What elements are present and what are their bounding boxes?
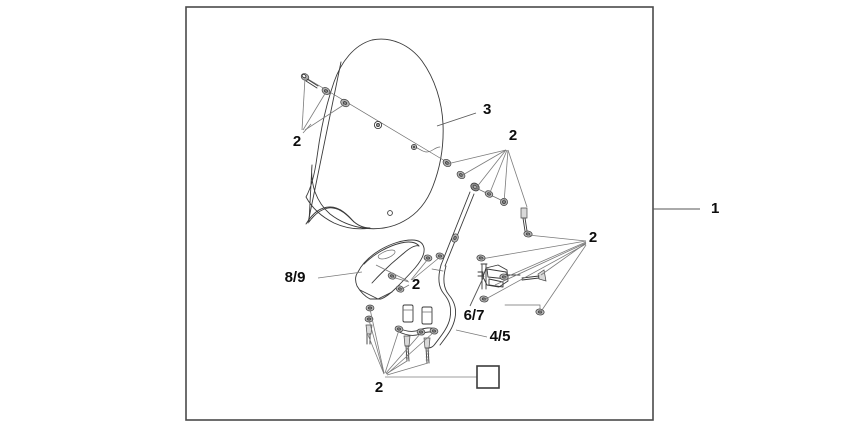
callout-label-2-right: 2 bbox=[589, 229, 597, 246]
collar-stay-mid bbox=[451, 233, 459, 243]
stay-tube-lower-right bbox=[439, 265, 457, 346]
spacer-block-right bbox=[421, 306, 433, 325]
windscreen-left-edge bbox=[307, 61, 342, 224]
grommet-upper-2 bbox=[410, 143, 418, 151]
leader-2-c-b bbox=[399, 284, 410, 291]
cover-ridge-upper bbox=[363, 241, 420, 265]
screw-bracket-right bbox=[521, 269, 547, 282]
grommet-upper-1 bbox=[373, 120, 383, 130]
leader-2-tr-f bbox=[507, 149, 528, 208]
leader-2-b-f bbox=[385, 332, 422, 374]
leader-3 bbox=[436, 112, 477, 127]
leader-2-b-g bbox=[386, 362, 429, 376]
leader-2-tr-a bbox=[446, 149, 507, 165]
leader-2-b-a bbox=[369, 308, 385, 374]
cover-ridge-lower bbox=[371, 245, 420, 284]
washer-centre-4 bbox=[435, 252, 445, 260]
washer-bracket-bottom bbox=[479, 295, 489, 303]
washer-col-1 bbox=[365, 304, 375, 312]
leader-2-r-f bbox=[539, 244, 587, 314]
leader-2-b-d bbox=[384, 329, 400, 374]
screw-bracket-upper bbox=[520, 207, 528, 232]
callout-label-8-9: 8/9 bbox=[285, 269, 306, 286]
cover-slot bbox=[377, 249, 396, 260]
callout-label-2-centre: 2 bbox=[412, 276, 420, 293]
bracket-tab-left bbox=[477, 271, 484, 277]
hardware-group-upper-left bbox=[300, 73, 446, 162]
leader-4-5 bbox=[455, 329, 488, 338]
bracket-plate-lower bbox=[488, 278, 504, 288]
cover-panel-outline bbox=[355, 239, 425, 300]
washer-lower-1 bbox=[394, 325, 404, 333]
leader-2-tr-c bbox=[475, 149, 507, 189]
leader-2-b-h bbox=[386, 331, 435, 375]
callout-label-4-5: 4/5 bbox=[490, 328, 511, 345]
windscreen-lower-edge bbox=[305, 206, 355, 225]
mounting-bracket-group bbox=[469, 207, 587, 316]
cover-flange bbox=[359, 289, 393, 300]
leader-2-tl-a bbox=[301, 77, 306, 131]
leader-2-c-c bbox=[410, 258, 429, 281]
washer-centre-3 bbox=[423, 254, 433, 262]
washer-bracket-right bbox=[535, 308, 545, 316]
collar-ur-2 bbox=[456, 170, 466, 180]
callout-label-2-bottom: 2 bbox=[375, 379, 383, 396]
cover-panel-group bbox=[317, 239, 425, 300]
collar-ur-3 bbox=[470, 182, 480, 192]
washer-bracket-mid bbox=[499, 273, 509, 281]
leader-2-tl-pointer bbox=[302, 123, 312, 134]
leader-2-b-c bbox=[367, 334, 385, 375]
leader-2-r-g bbox=[494, 242, 587, 286]
leader-2-tr-b bbox=[460, 149, 507, 177]
leader-2-tl-c bbox=[304, 103, 346, 131]
stay-tube-lower-left bbox=[434, 264, 452, 345]
screw-upper-left bbox=[300, 73, 319, 89]
callout-label-3: 3 bbox=[483, 101, 491, 118]
leader-2-tl-b bbox=[302, 91, 327, 131]
leader-2-r-b bbox=[480, 240, 587, 260]
leader-2-r-c bbox=[503, 241, 587, 279]
leader-2-r-e bbox=[483, 243, 587, 301]
leader-2-c-a bbox=[391, 276, 410, 283]
leader-2-tr-d bbox=[488, 149, 508, 196]
washer-lower-3 bbox=[429, 327, 439, 335]
callout-label-1: 1 bbox=[711, 200, 719, 217]
stay-arm-group bbox=[427, 191, 475, 349]
washer-bracket-top bbox=[476, 254, 486, 262]
empty-callout-group bbox=[385, 365, 500, 389]
washer-upper-2 bbox=[340, 98, 350, 108]
windscreen-panel-group bbox=[305, 38, 444, 230]
leader-8-9 bbox=[317, 271, 363, 279]
callout-label-2-top-right: 2 bbox=[509, 127, 517, 144]
windscreen-outline bbox=[305, 38, 444, 230]
windscreen-contour-wave bbox=[412, 145, 441, 153]
bracket-support-line bbox=[504, 304, 541, 311]
leader-2-c-d bbox=[411, 256, 441, 281]
leader-6-7 bbox=[469, 275, 485, 307]
illustration-border bbox=[185, 6, 654, 421]
hardware-group-upper-right bbox=[442, 149, 528, 208]
leader-2-b-b bbox=[368, 319, 385, 375]
empty-callout-box bbox=[476, 365, 500, 389]
hardware-group-lower bbox=[364, 304, 439, 376]
bolt-lower-right bbox=[423, 337, 431, 364]
callout-label-6-7: 6/7 bbox=[464, 307, 485, 324]
washer-bracket-upper-r bbox=[523, 230, 533, 238]
stay-cross-stub bbox=[431, 268, 444, 272]
spacer-block-left bbox=[402, 304, 414, 323]
leader-2-c-e bbox=[375, 264, 409, 282]
hardware-group-centre bbox=[375, 252, 445, 293]
leader-2-r-a bbox=[527, 234, 587, 242]
stay-tube-upper-right bbox=[444, 193, 475, 267]
washer-lower-2 bbox=[416, 328, 426, 336]
washer-upper-1 bbox=[321, 87, 331, 95]
stay-tube-upper-left bbox=[440, 191, 471, 266]
callout-label-2-top-left: 2 bbox=[293, 133, 301, 150]
windscreen-hole bbox=[387, 210, 393, 216]
leader-2-tr-e bbox=[503, 149, 509, 204]
